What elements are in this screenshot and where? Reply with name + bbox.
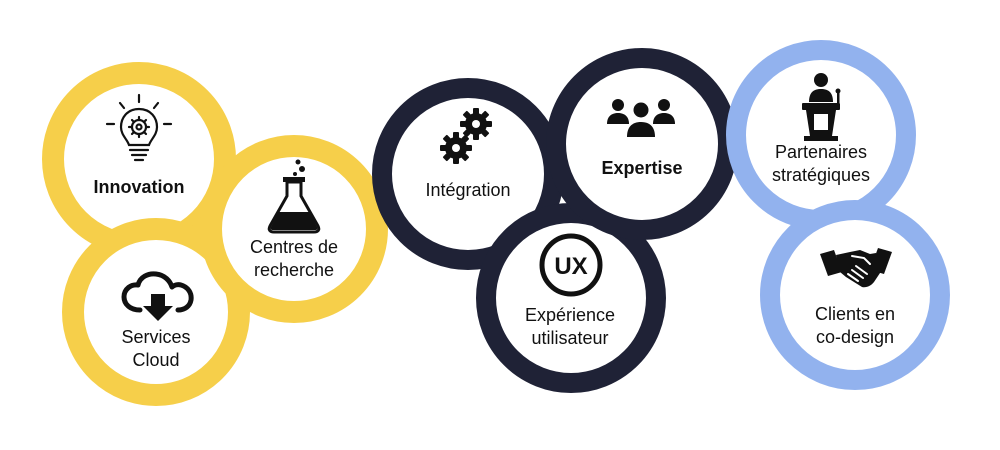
flask-icon bbox=[267, 159, 321, 234]
integration-circle bbox=[372, 78, 564, 270]
partenaires-label-line1: Partenaires bbox=[774, 142, 868, 162]
cloud-label-line2: Cloud bbox=[132, 350, 180, 370]
cloud-download-icon bbox=[121, 271, 194, 321]
ux-label-line1: Expérience bbox=[524, 305, 616, 325]
team-icon bbox=[607, 99, 675, 137]
expertise-label: Expertise bbox=[601, 158, 683, 178]
handshake-icon bbox=[820, 248, 892, 288]
clients-label-line2: co-design bbox=[815, 327, 895, 347]
clients-circle bbox=[760, 200, 950, 390]
innovation-label: Innovation bbox=[93, 177, 185, 197]
integration-label: Intégration bbox=[425, 180, 511, 200]
expertise-circle bbox=[546, 48, 738, 240]
centres-label-line1: Centres de bbox=[249, 237, 339, 257]
centres-label-line2: recherche bbox=[253, 260, 335, 280]
lightbulb-gear-icon bbox=[105, 93, 173, 162]
gears-icon bbox=[440, 108, 492, 164]
clients-label-line1: Clients en bbox=[814, 304, 896, 324]
ux-badge-icon: UX bbox=[539, 233, 603, 297]
cloud-label-line1: Services bbox=[121, 327, 191, 347]
ux-badge-text: UX bbox=[554, 253, 587, 280]
ux-label-line2: utilisateur bbox=[531, 328, 609, 348]
speaker-podium-icon bbox=[802, 73, 841, 141]
partenaires-label-line2: stratégiques bbox=[771, 165, 871, 185]
